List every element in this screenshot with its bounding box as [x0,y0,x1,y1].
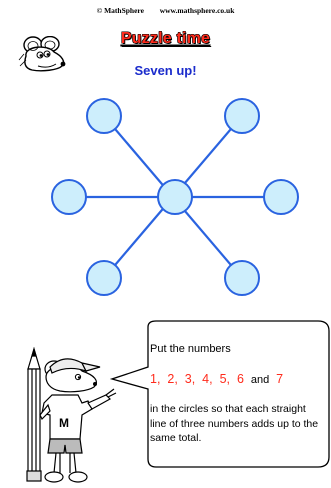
instruction-line-3: in the circles so that each straight lin… [150,403,319,444]
number-5: 5, [219,372,230,386]
number-7: 7 [276,372,284,386]
puzzle-circle-bottom-left[interactable] [86,260,122,296]
puzzle-circle-bottom-right[interactable] [224,260,260,296]
number-list: 1, 2, 3, 4, 5, 6 and 7 [150,372,330,386]
puzzle-circle-right[interactable] [263,179,299,215]
mouse-with-pencil-icon: M [26,346,117,483]
puzzle-diagram [51,98,299,296]
website-text: www.mathsphere.co.uk [159,6,235,15]
header: © MathSphere www.mathsphere.co.uk [0,6,331,15]
puzzle-circle-center[interactable] [157,179,193,215]
mouse-head-icon [18,36,66,72]
number-2: 2, [167,372,178,386]
page-title: Puzzle time [120,30,211,47]
and-word: and [250,374,270,386]
number-4: 4, [202,372,213,386]
page-subtitle: Seven up! [134,63,197,78]
puzzle-circle-top-right[interactable] [224,98,260,134]
svg-text:M: M [59,416,69,430]
number-3: 3, [184,372,196,386]
number-6: 6 [236,372,244,386]
puzzle-circle-left[interactable] [51,179,87,215]
copyright-text: © MathSphere [96,6,144,15]
speech-bubble-icon [109,320,330,468]
instruction-line-1: Put the numbers [150,343,231,355]
puzzle-circle-top-left[interactable] [86,98,122,134]
number-1: 1, [150,372,161,386]
